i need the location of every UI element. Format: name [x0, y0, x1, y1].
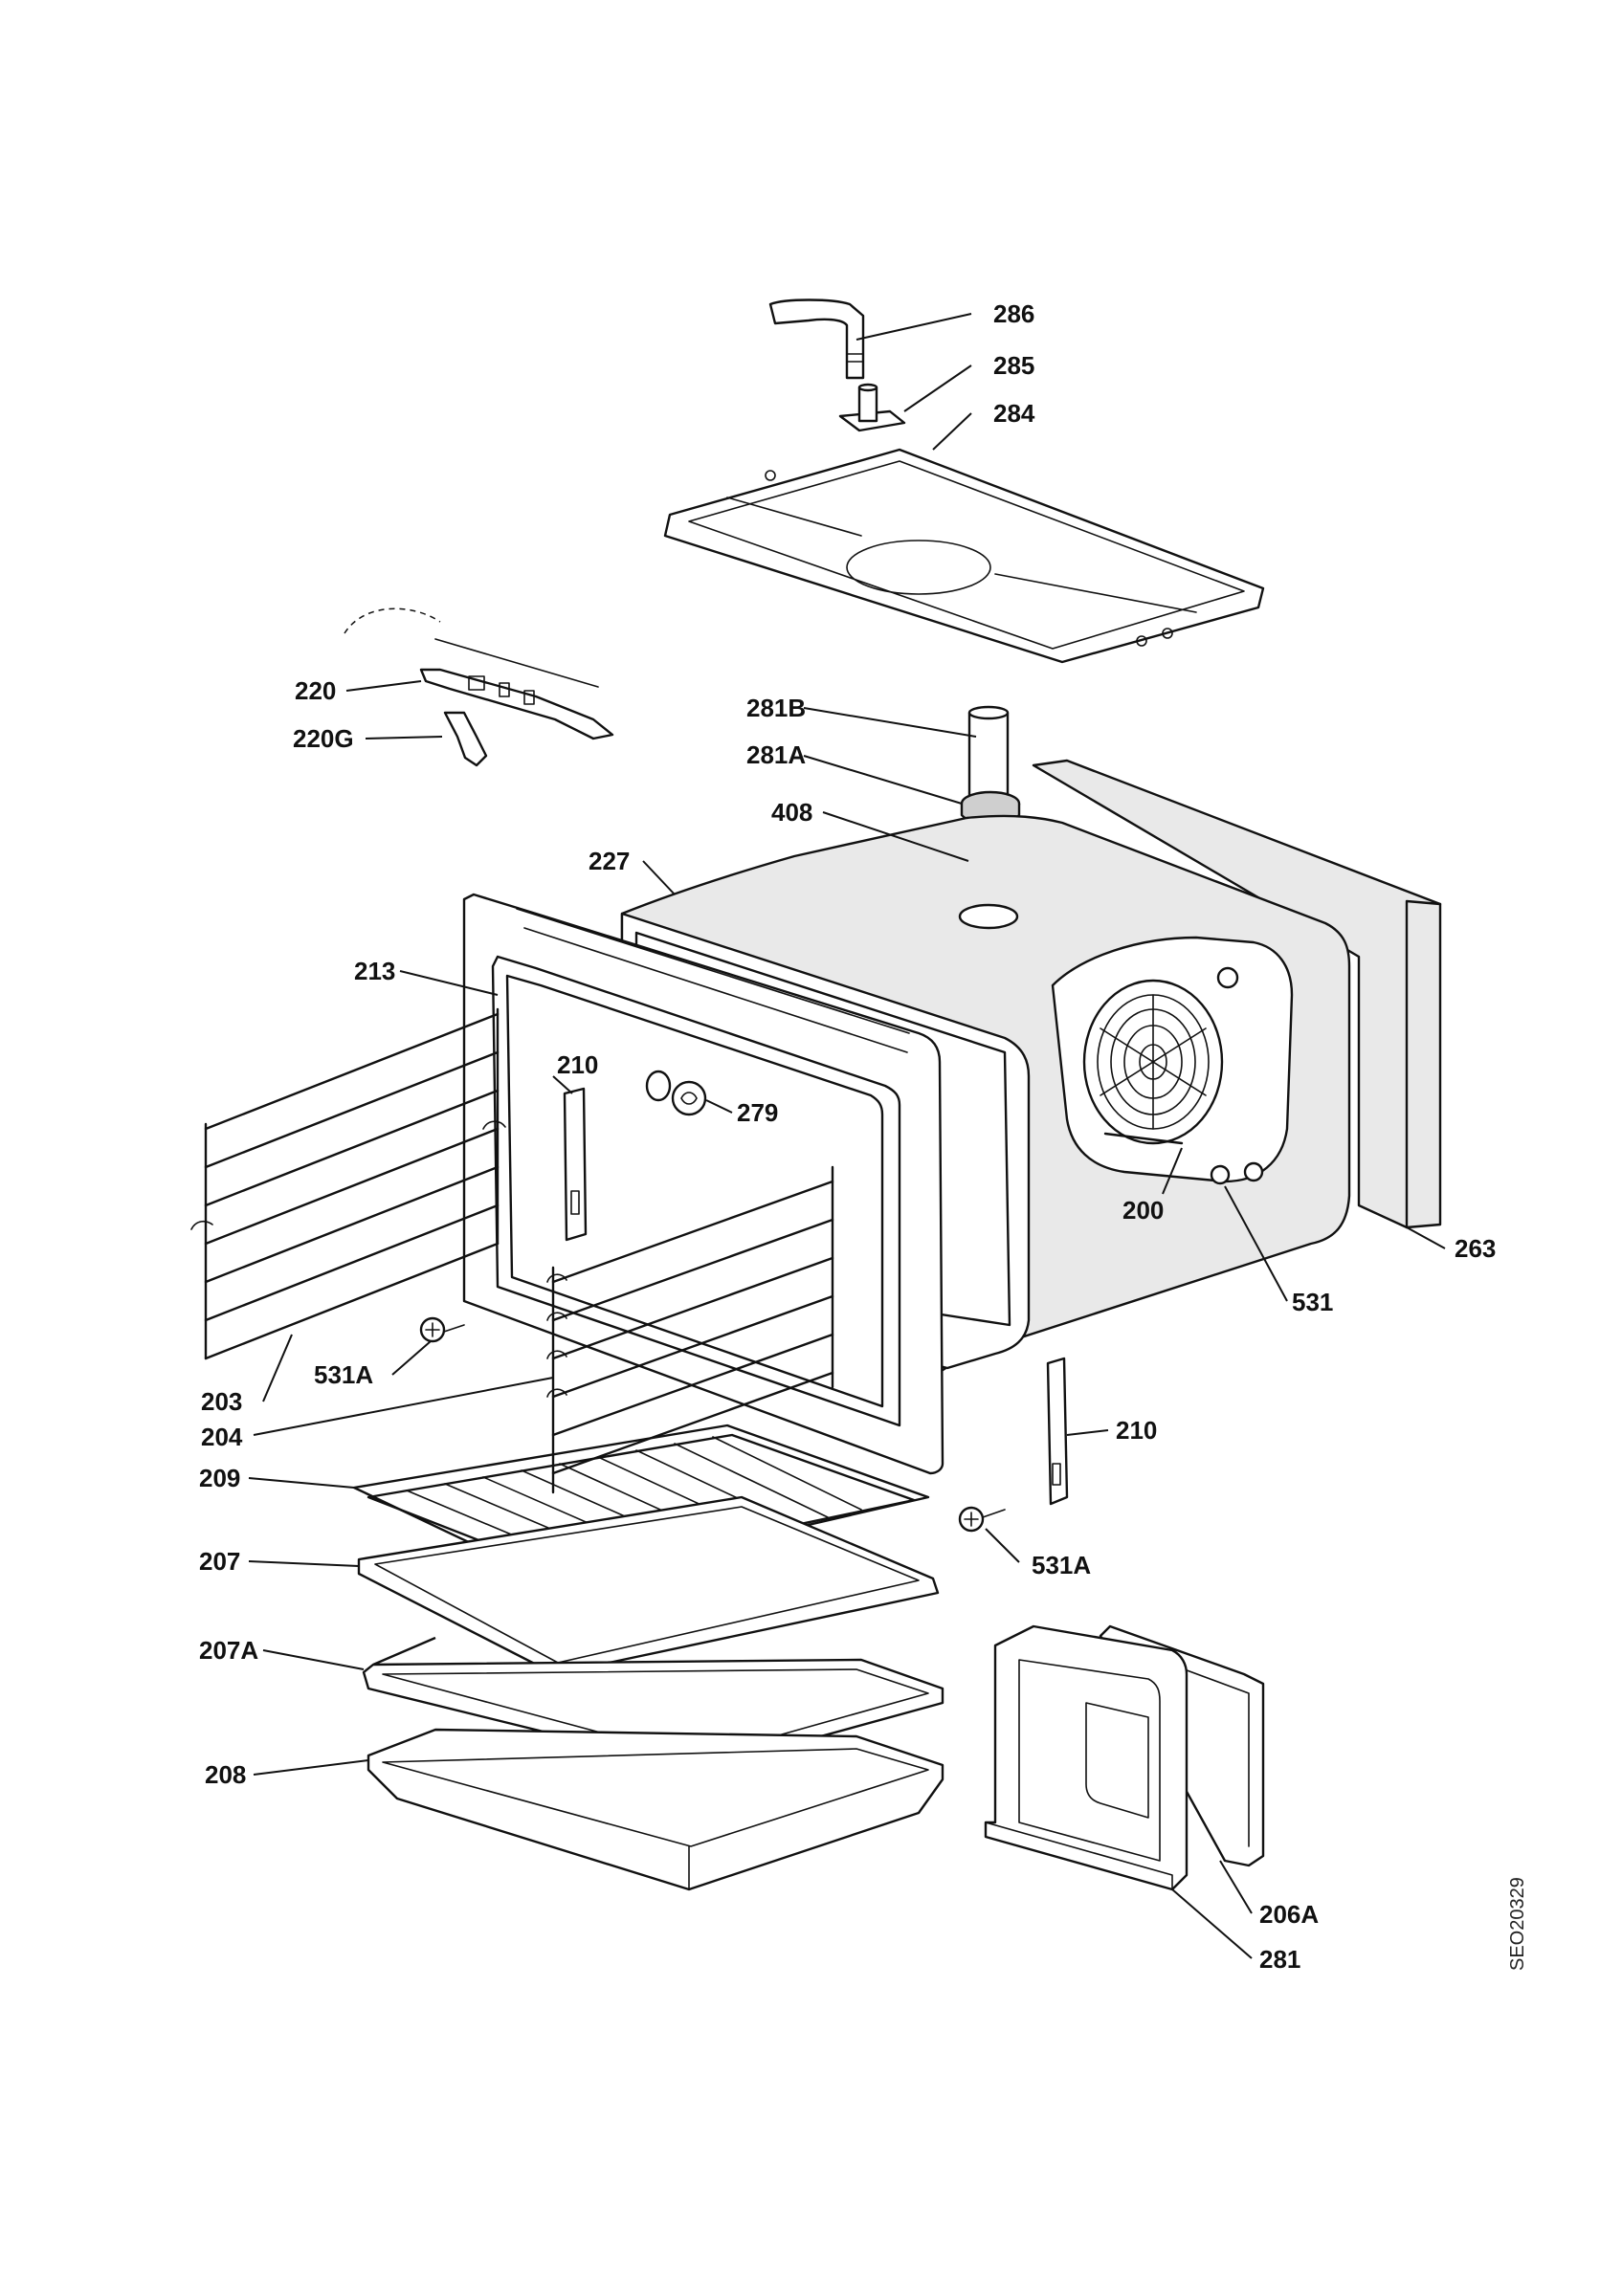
part-284-top-plate: [663, 448, 1265, 664]
label-206A: 206A: [1259, 1900, 1319, 1929]
label-531A-left: 531A: [314, 1360, 373, 1389]
part-210-shelf-support-left: [563, 1087, 588, 1242]
part-210-shelf-support-right: [1046, 1357, 1069, 1506]
label-531A-right: 531A: [1032, 1551, 1091, 1579]
label-207A: 207A: [199, 1636, 258, 1665]
part-531A-screw-right: [958, 1506, 1006, 1533]
label-210-lower: 210: [1116, 1416, 1157, 1445]
part-labels: 286 285 284 220 220G 281B 281A 408 227 2…: [199, 299, 1496, 1974]
label-281: 281: [1259, 1945, 1300, 1974]
part-281-filter-frame: [984, 1624, 1189, 1891]
part-531A-screw-left: [419, 1316, 465, 1343]
part-207-enamel-tray: [357, 1495, 940, 1676]
label-213: 213: [354, 957, 395, 985]
label-286: 286: [993, 299, 1034, 328]
label-263: 263: [1455, 1234, 1496, 1263]
label-203: 203: [201, 1387, 242, 1416]
label-281B: 281B: [746, 694, 806, 722]
part-220-bracket: [344, 607, 614, 740]
label-204: 204: [201, 1423, 243, 1451]
label-227: 227: [589, 847, 630, 875]
label-408: 408: [771, 798, 812, 827]
part-213-door-seal-frame: [462, 893, 944, 1475]
part-208-drip-pan: [367, 1728, 944, 1891]
label-210-upper: 210: [557, 1050, 598, 1079]
part-203-side-rack-left: [190, 1007, 506, 1360]
label-279: 279: [737, 1098, 778, 1127]
label-220G: 220G: [293, 724, 354, 753]
leader-lines: [248, 313, 1446, 1959]
label-281A: 281A: [746, 740, 806, 769]
drawing-code: SEO20329: [1507, 1877, 1528, 1971]
label-285: 285: [993, 351, 1034, 380]
label-209: 209: [199, 1464, 240, 1492]
label-531: 531: [1292, 1288, 1333, 1316]
label-200: 200: [1122, 1196, 1164, 1225]
label-284: 284: [993, 399, 1035, 428]
part-263-insulation: [1032, 759, 1442, 1229]
part-285-nozzle-plate: [838, 383, 906, 432]
part-220G-clip: [443, 711, 488, 767]
part-279-lamp: [645, 1070, 707, 1116]
part-281B-vent-tube: [967, 705, 1010, 803]
part-286-hose: [768, 298, 865, 380]
label-208: 208: [205, 1760, 246, 1789]
label-207: 207: [199, 1547, 240, 1576]
label-220: 220: [295, 676, 336, 705]
